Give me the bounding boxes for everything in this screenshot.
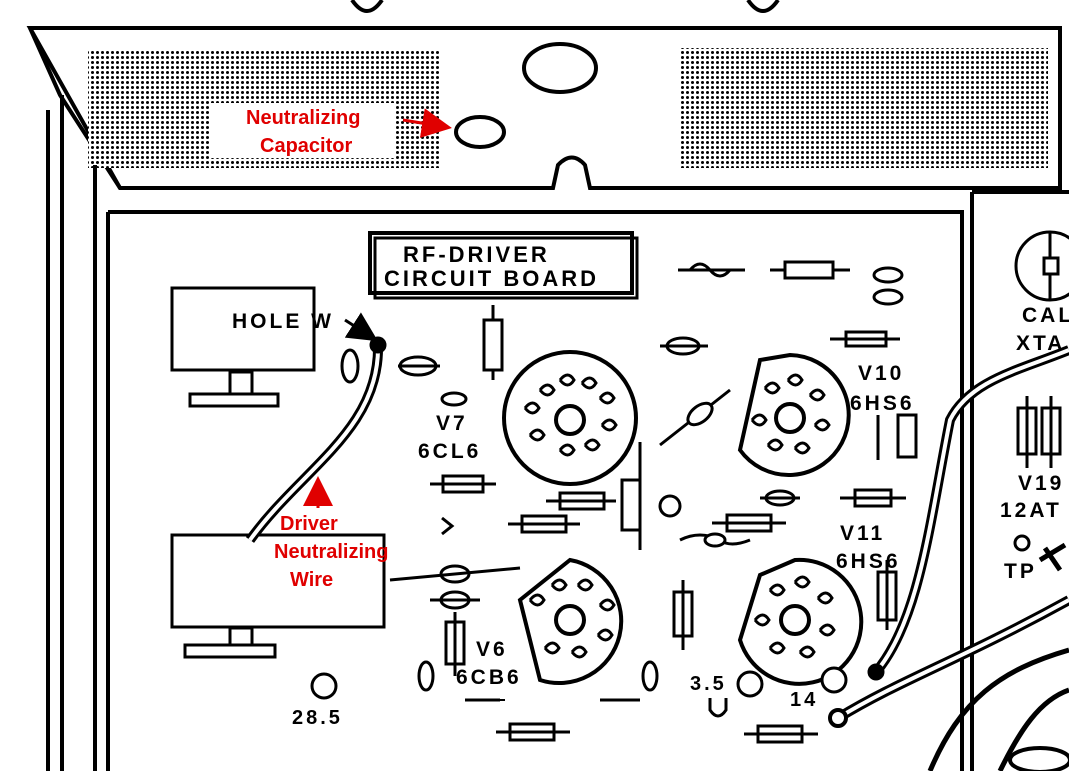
label-tp: TP xyxy=(1004,560,1037,583)
callout-driver-wire-line1: Driver xyxy=(280,513,338,535)
tube-socket-v10 xyxy=(737,352,851,477)
label-14: 14 xyxy=(790,689,818,711)
label-v19-type: 12AT xyxy=(1000,499,1062,522)
board-title-line2: CIRCUIT BOARD xyxy=(384,266,599,291)
chassis-frame xyxy=(46,95,1069,771)
label-v19: V19 xyxy=(1018,472,1064,495)
board-components xyxy=(310,260,918,744)
callout-neutralizing-capacitor-line1: Neutralizing xyxy=(246,107,360,129)
callout-arrows xyxy=(303,108,505,701)
tube-socket-v7 xyxy=(502,350,638,486)
label-xta: XTA xyxy=(1016,332,1065,355)
label-cal: CAL xyxy=(1022,304,1069,327)
left-terminal-boards xyxy=(170,286,386,659)
label-hole-w: HOLE W xyxy=(232,310,334,333)
label-v6-type: 6CB6 xyxy=(456,666,522,689)
label-v7: V7 xyxy=(436,412,468,435)
label-3-5: 3.5 xyxy=(690,673,727,695)
label-v11: V11 xyxy=(840,522,885,545)
tube-socket-v11 xyxy=(737,557,864,686)
callout-neutralizing-capacitor-line2: Capacitor xyxy=(260,135,352,157)
callout-driver-wire-line3: Wire xyxy=(290,569,333,591)
label-v6: V6 xyxy=(476,638,508,661)
label-v10: V10 xyxy=(858,362,904,385)
wires xyxy=(245,336,1069,771)
shield-cover xyxy=(26,0,1062,190)
right-side-components xyxy=(1013,230,1069,572)
callout-driver-wire-line2: Neutralizing xyxy=(274,541,388,563)
label-v11-type: 6HS6 xyxy=(836,550,901,573)
label-v10-type: 6HS6 xyxy=(850,392,915,415)
board-title-line1: RF-DRIVER xyxy=(403,242,550,267)
label-28-5: 28.5 xyxy=(292,707,343,729)
board-title-box xyxy=(368,231,639,300)
tube-socket-v6 xyxy=(517,557,624,686)
label-v7-type: 6CL6 xyxy=(418,440,481,463)
